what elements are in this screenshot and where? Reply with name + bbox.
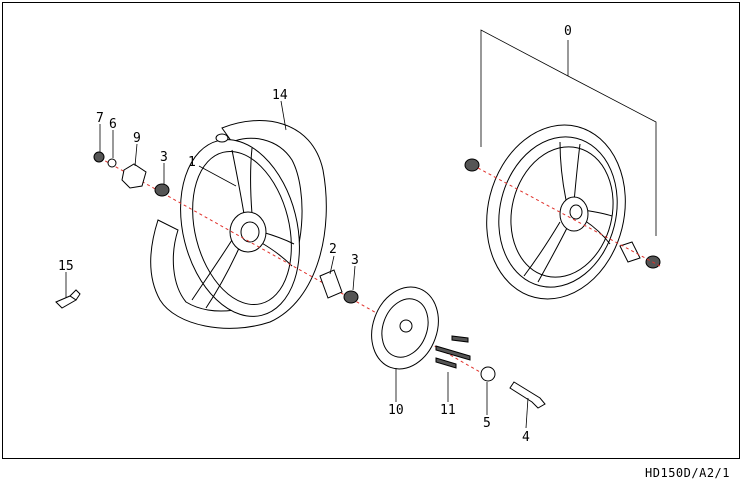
callout-0: 0 [564,24,572,39]
callout-10: 10 [388,403,404,418]
front-wheel-assembly [464,124,661,300]
callout-3b: 3 [351,253,359,268]
callout-3a: 3 [160,150,168,165]
callout-14: 14 [272,88,288,103]
rim-inner [192,150,292,306]
valve-15 [55,289,81,309]
valve-loop [215,133,229,143]
bolt-11c [435,357,457,369]
spoke-2 [191,239,241,309]
bolt-11b [435,345,471,361]
spacer-2 [319,269,343,299]
nut-5 [480,366,496,382]
assembly-hub-center [569,204,583,220]
drawing-frame [2,2,740,459]
leader-4 [525,397,529,429]
callout-7: 7 [96,111,104,126]
brake-disc-inner [381,298,429,358]
callout-2: 2 [329,242,337,257]
callout-6: 6 [109,117,117,132]
bearing-3b [343,290,359,304]
callout-9: 9 [133,131,141,146]
leader-2 [329,255,335,275]
washer-6 [107,158,117,168]
drawing-code: HD150D/A2/1 [645,466,730,480]
nut-7 [93,151,105,163]
callout-5: 5 [483,416,491,431]
bearing-3a [154,183,170,197]
assembly-rim-edge [510,146,614,278]
callout-1: 1 [188,155,196,170]
assembly-bearing-left [464,158,480,172]
callout-15: 15 [58,259,74,274]
hub-center [240,221,260,243]
assembly-rim-outer [486,124,626,300]
leader-3b [352,265,356,291]
spoke-1 [231,147,253,215]
assembly-spacer [619,241,641,263]
front-wheel-exploded [150,120,327,329]
left-hub-hardware [55,151,170,309]
callout-4: 4 [522,430,530,445]
speedo-drive-9 [121,163,147,189]
assembly-spoke-2 [523,221,569,283]
leader-9 [134,143,138,167]
bolt-11a [451,335,469,343]
assembly-rim-inner [498,136,618,288]
front-axle-hardware [319,269,546,409]
axle-line-assembly [477,167,661,267]
leader-1 [198,165,237,187]
tyre [150,120,327,329]
brake-disc-hub [399,319,413,333]
leader-14 [280,100,287,131]
axle-bolt-4 [509,381,546,409]
callout-11: 11 [440,403,456,418]
